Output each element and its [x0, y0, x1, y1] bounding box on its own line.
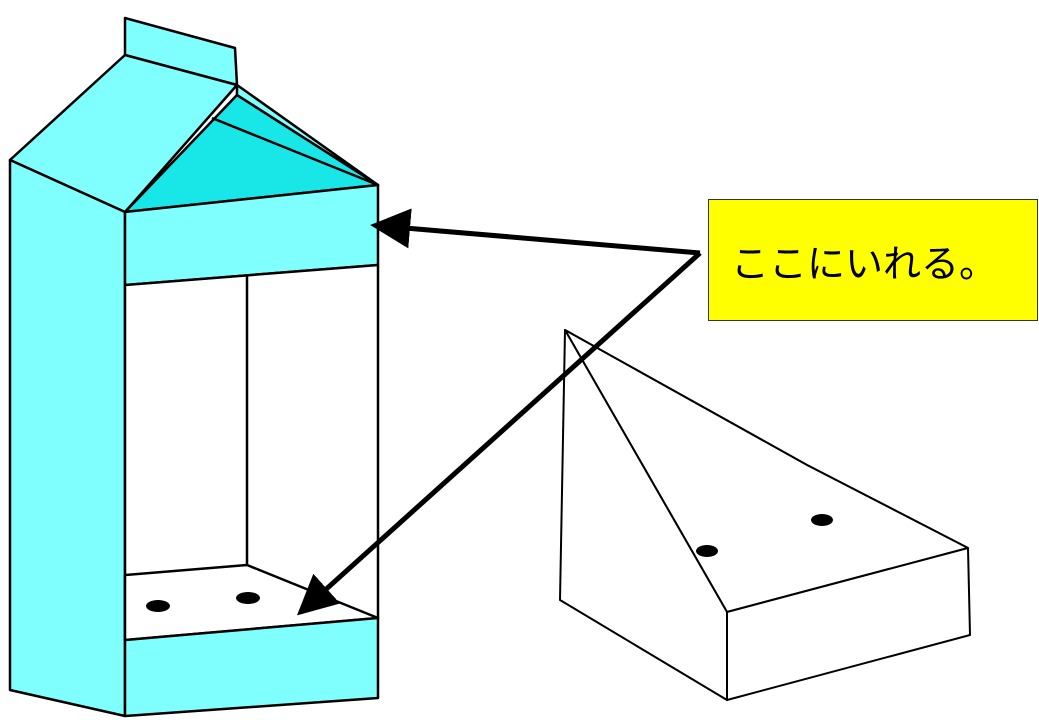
floor-hole — [236, 592, 260, 604]
block-hole — [696, 545, 718, 557]
arrow-to-upper-band — [370, 208, 701, 256]
pointer-arrows — [296, 208, 702, 616]
milk-carton — [8, 16, 380, 718]
carton-lower-band — [123, 616, 380, 718]
callout-label: ここにいれる。 — [731, 241, 998, 286]
floor-hole — [146, 600, 170, 612]
carton-roof-right — [235, 83, 380, 187]
carton-side-panel — [8, 158, 127, 718]
callout-box: ここにいれる。 — [708, 199, 1038, 321]
block-hole — [811, 514, 833, 526]
block-box — [559, 329, 971, 701]
arrow-to-floor — [296, 251, 702, 616]
block-right — [726, 547, 971, 701]
